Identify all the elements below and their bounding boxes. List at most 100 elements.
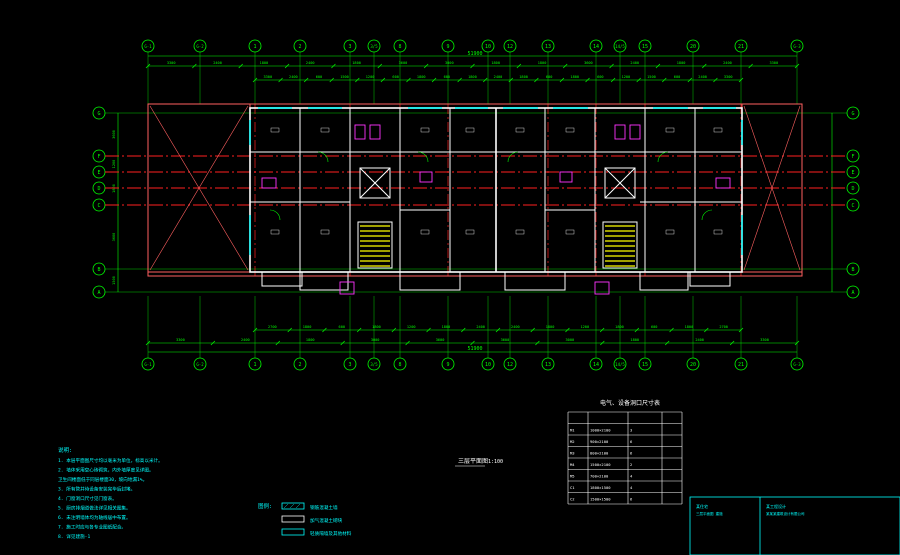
schedule-title: 电气、设备洞口尺寸表 <box>600 399 660 407</box>
axis-label: 9 <box>446 362 449 368</box>
dimension-tick <box>287 327 292 333</box>
dimension-value: 1200 <box>366 75 375 79</box>
plan-title: 三层平面图 <box>458 458 488 465</box>
right-wing-diagonal-2 <box>743 105 801 271</box>
room-tag-mark <box>515 229 525 235</box>
dimension-value: 1800 <box>570 75 579 79</box>
axis-grid-lines <box>105 52 847 358</box>
axis-label: 3 <box>348 44 351 50</box>
table-cell: 900×2100 <box>590 439 609 444</box>
room-tag-mark <box>665 127 675 133</box>
dimension-tick <box>535 340 540 346</box>
dimension-value: 1800 <box>303 325 312 329</box>
dimension-tick <box>713 77 718 83</box>
dimension-value: 3300 <box>769 61 778 65</box>
dimension-value: 3000 <box>566 338 575 342</box>
table-cell: M2 <box>570 439 575 444</box>
table-cell: C2 <box>570 497 575 502</box>
dimension-tick <box>391 327 397 333</box>
balconies <box>261 271 731 291</box>
elevator-shafts <box>359 167 636 199</box>
dimension-tick <box>406 77 411 83</box>
dimension-tick <box>562 63 568 69</box>
dimension-value: 3600 <box>399 61 408 65</box>
axis-label: 21 <box>738 44 744 50</box>
axis-bubble <box>846 165 860 179</box>
title-block-drawing: 三层平面图 建施 <box>696 511 723 516</box>
dimension-chains: 3300 2400 1800 2400 1800 3600 3000 1800 1800 3600… <box>112 55 833 353</box>
floor-plan-building <box>147 103 803 295</box>
axis-label: G-1 <box>144 44 152 49</box>
room-tag-mark <box>565 127 575 133</box>
dimension-value: 1800 <box>519 75 528 79</box>
table-cell: 4 <box>630 485 633 490</box>
room-tag-mark <box>320 127 330 133</box>
table-cell: 3 <box>630 428 632 433</box>
dimension-value: 2400 <box>494 75 503 79</box>
note-line: 8. 详见建施-1 <box>58 533 90 540</box>
axis-label: 8 <box>398 362 401 368</box>
dimension-tick <box>664 340 670 346</box>
dimension-tick <box>470 63 475 69</box>
dimension-value: 600 <box>316 75 323 79</box>
dimension-tick <box>704 327 709 333</box>
table-cell: 1000×2100 <box>590 428 611 433</box>
dimension-value: 2400 <box>698 75 707 79</box>
dimension-value: 1800 <box>260 61 269 65</box>
vertical-dimension-value: 1500 <box>112 276 116 285</box>
room-tag-mark <box>665 229 675 235</box>
dimension-tick <box>729 340 735 346</box>
legend-label: 加气混凝土砌块 <box>310 517 343 524</box>
vertical-dimension-value: 3600 <box>112 233 116 242</box>
dimension-value: 1800 <box>417 75 426 79</box>
table-cell: 4 <box>630 474 633 479</box>
dimension-tick <box>457 77 462 83</box>
axis-label: G <box>851 111 854 117</box>
dimension-value: 600 <box>339 325 346 329</box>
axis-label: B <box>97 267 100 273</box>
dimension-value: 3600 <box>584 61 593 65</box>
dimension-value: 2400 <box>511 325 520 329</box>
table-cell: 6 <box>630 497 633 502</box>
top-overall-dimension: 51900 <box>467 51 482 57</box>
dimension-tick <box>340 340 345 346</box>
dimension-tick <box>655 63 661 69</box>
dimension-value: 600 <box>651 325 658 329</box>
dimension-tick <box>355 77 360 83</box>
axis-label: G-3 <box>793 362 801 367</box>
axis-label: 1 <box>253 362 256 368</box>
note-line: 5. 厨房排烟道做法详见相关图集。 <box>58 505 131 512</box>
axis-label: 20 <box>690 44 696 50</box>
dimension-tick <box>426 327 431 333</box>
dimension-value: 600 <box>674 75 681 79</box>
table-cell: 6 <box>630 439 633 444</box>
axis-label: 14/5 <box>615 44 625 49</box>
dimension-value: 1800 <box>615 325 624 329</box>
dimension-tick <box>331 63 336 69</box>
vertical-dimension-value: 1800 <box>112 184 116 193</box>
table-cell: C1 <box>570 485 575 490</box>
dimension-tick <box>210 340 216 346</box>
dimension-value: 1800 <box>630 338 639 342</box>
dimension-value: 3300 <box>176 338 185 342</box>
axis-label: 2 <box>298 44 301 50</box>
legend-swatch-block <box>281 515 305 523</box>
dimension-value: 3300 <box>760 338 769 342</box>
dimension-tick <box>470 340 475 346</box>
staircase-left <box>357 221 393 269</box>
axis-label: E <box>851 170 854 176</box>
vertical-dimension-value: 3600 <box>112 130 116 139</box>
note-line: 7. 施工时应与各专业图纸配合。 <box>58 524 126 531</box>
door-swings <box>269 151 713 221</box>
table-cell: 1800×1500 <box>590 485 611 490</box>
axis-label: 10 <box>485 44 491 50</box>
notes-heading: 说明: <box>58 446 72 454</box>
dimension-value: 2400 <box>241 338 250 342</box>
axis-label: 13 <box>545 44 551 50</box>
dimension-tick <box>461 327 466 333</box>
dimension-tick <box>278 77 283 83</box>
axis-label: A <box>97 290 100 296</box>
note-line: 1. 本层平面图尺寸均以毫米为单位，标高以米计。 <box>58 457 163 464</box>
dimension-tick <box>495 327 501 333</box>
